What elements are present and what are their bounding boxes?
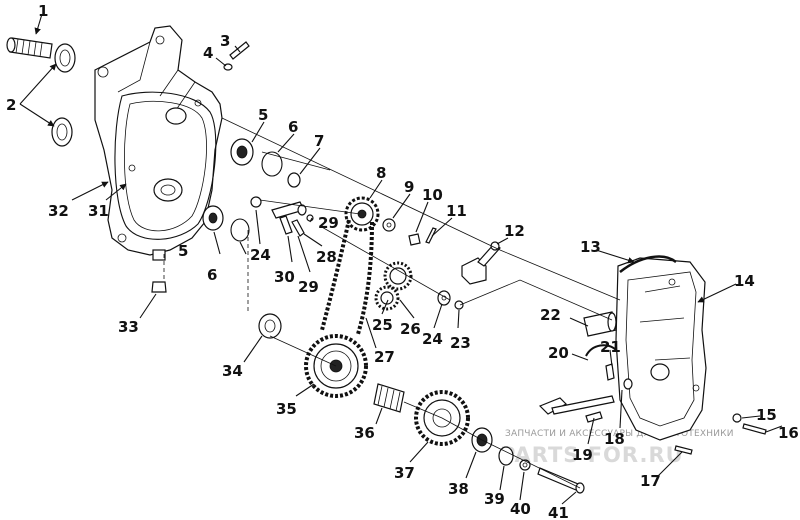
- watermark: ЗАПЧАСТИ И АКСЕССУАРЫ ДЛЯ МОТОТЕХНИКИ PA…: [500, 429, 734, 467]
- callout-10: 10: [422, 186, 443, 204]
- bolt-41: [537, 467, 585, 494]
- upper-bearing-stack: [230, 138, 301, 188]
- leader-lines: [19, 13, 783, 505]
- callout-20: 20: [548, 344, 569, 362]
- double-gear: [374, 261, 413, 311]
- callout-37: 37: [394, 464, 415, 482]
- callout-26: 26: [400, 320, 421, 338]
- callout-35: 35: [276, 400, 297, 418]
- watermark-logo: PARTS FOR.RU: [500, 443, 684, 467]
- callout-27: 27: [374, 348, 395, 366]
- input-shaft: [6, 37, 53, 59]
- callout-11: 11: [446, 202, 467, 220]
- callout-7: 7: [314, 132, 324, 150]
- callout-21: 21: [600, 338, 621, 356]
- callout-19: 19: [572, 446, 593, 464]
- bracket-20: [585, 344, 617, 357]
- callout-30: 30: [274, 268, 295, 286]
- upper-sprocket: [344, 196, 380, 232]
- callout-23: 23: [450, 334, 471, 352]
- lower-bearing-stack: [202, 196, 262, 242]
- callout-6-upper: 6: [288, 118, 298, 136]
- callout-22: 22: [540, 306, 561, 324]
- callout-17: 17: [640, 472, 661, 490]
- callout-39: 39: [484, 490, 505, 508]
- tensioner-arm: [461, 241, 501, 285]
- callout-33: 33: [118, 318, 139, 336]
- callout-5-lower: 5: [178, 242, 188, 260]
- watermark-caption: ЗАПЧАСТИ И АКСЕССУАРЫ ДЛЯ МОТОТЕХНИКИ: [505, 429, 734, 439]
- chaincase-cover: [615, 257, 707, 441]
- callout-14: 14: [734, 272, 755, 290]
- callout-16: 16: [778, 424, 799, 442]
- callout-13: 13: [580, 238, 601, 256]
- callout-31: 31: [88, 202, 109, 220]
- callout-36: 36: [354, 424, 375, 442]
- callout-2: 2: [6, 96, 16, 114]
- callout-labels: 1 2 3 4 5 6 7 8 9 10 11 12 13 14 15 16 1…: [6, 2, 799, 520]
- drive-chain: [320, 219, 374, 335]
- cover-fasteners: [674, 413, 767, 455]
- callout-29-upper: 29: [318, 214, 339, 232]
- callout-6-lower: 6: [207, 266, 217, 284]
- sleeve-22: [583, 311, 617, 337]
- callout-24-left: 24: [250, 246, 271, 264]
- callout-18: 18: [604, 430, 625, 448]
- clip-21: [605, 363, 615, 381]
- callout-3: 3: [220, 32, 230, 50]
- assembly-guide-lines: [163, 117, 621, 489]
- callout-1: 1: [38, 2, 48, 20]
- callout-28: 28: [316, 248, 337, 266]
- callout-5-upper: 5: [258, 106, 268, 124]
- oil-seals: [51, 43, 76, 147]
- callout-9: 9: [404, 178, 414, 196]
- cover-gasket: [619, 255, 677, 273]
- callout-41: 41: [548, 504, 569, 520]
- callout-4: 4: [203, 44, 213, 62]
- tensioner-assembly: [271, 201, 314, 237]
- callout-32: 32: [48, 202, 69, 220]
- callout-40: 40: [510, 500, 531, 518]
- callout-8: 8: [376, 164, 386, 182]
- output-gear: [414, 390, 470, 446]
- callout-24-right: 24: [422, 330, 443, 348]
- splined-hub: [373, 383, 405, 413]
- washer-nut-pin: [382, 218, 437, 246]
- spacer-34: [258, 313, 282, 339]
- callout-34: 34: [222, 362, 243, 380]
- callout-29-lower: 29: [298, 278, 319, 296]
- callout-38: 38: [448, 480, 469, 498]
- chaincase-housing: [94, 25, 223, 293]
- callout-25: 25: [372, 316, 393, 334]
- callout-15: 15: [756, 406, 777, 424]
- callout-12: 12: [504, 222, 525, 240]
- adjuster-lever: [538, 378, 633, 423]
